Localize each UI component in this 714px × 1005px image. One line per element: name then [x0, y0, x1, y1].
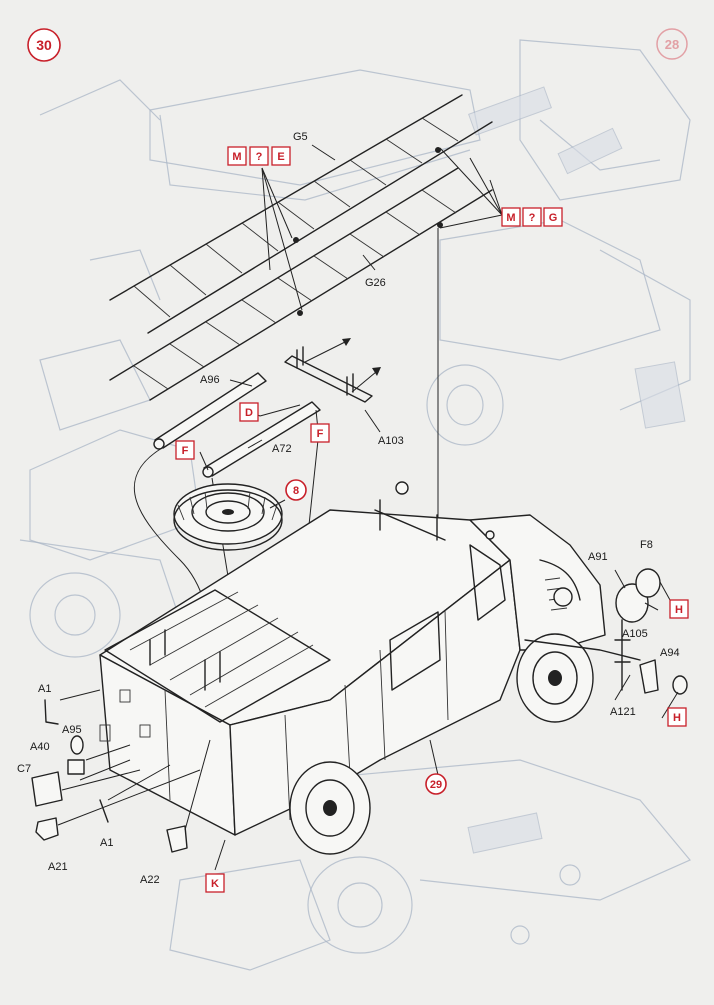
callout-f-right: F: [310, 423, 330, 443]
svg-text:D: D: [245, 407, 253, 419]
callout-h-bottom: H: [667, 707, 687, 727]
callout-f-left: F: [175, 440, 195, 460]
callout-d: D: [239, 402, 259, 422]
label-a105: A105: [622, 628, 648, 640]
subassembly-body: 29: [425, 773, 447, 795]
label-a96: A96: [200, 374, 220, 386]
svg-text:8: 8: [293, 485, 299, 497]
ladder-g26: [109, 167, 493, 401]
label-a91: A91: [588, 551, 608, 563]
callout-mqg-0: M: [506, 212, 515, 224]
step-number-text: 30: [36, 37, 52, 53]
svg-text:F: F: [182, 445, 189, 457]
callout-mqe-2: E: [277, 151, 284, 163]
label-a94: A94: [660, 647, 680, 659]
label-a121: A121: [610, 706, 636, 718]
label-a72: A72: [272, 443, 292, 455]
svg-text:29: 29: [430, 779, 442, 791]
svg-text:F: F: [317, 428, 324, 440]
callout-mqg-1: ?: [529, 212, 536, 224]
callout-h-top: H: [669, 599, 689, 619]
callout-mqg-2: G: [549, 212, 558, 224]
svg-text:H: H: [675, 604, 683, 616]
ladder-g5: [109, 94, 493, 334]
spare-wheel: [173, 483, 283, 551]
svg-text:K: K: [211, 878, 219, 890]
truck-body: [99, 481, 641, 855]
label-a21: A21: [48, 861, 68, 873]
label-g26: G26: [365, 277, 386, 289]
label-a22: A22: [140, 874, 160, 886]
label-a95: A95: [62, 724, 82, 736]
svg-text:H: H: [673, 712, 681, 724]
callout-mqe: M ? E: [227, 146, 291, 166]
lamp-parts: [614, 568, 688, 695]
label-f8: F8: [640, 539, 653, 551]
ghost-step-number-text: 28: [665, 37, 679, 52]
callout-k: K: [205, 873, 225, 893]
part-labels: G5 G26 A96 A72 A103 A91 F8 A105 A94 A121…: [17, 131, 680, 886]
subassembly-spare-wheel: 8: [285, 479, 307, 501]
label-a40: A40: [30, 741, 50, 753]
label-a1-top: A1: [38, 683, 51, 695]
small-rear-parts: [31, 689, 211, 853]
label-g5: G5: [293, 131, 308, 143]
callout-mqg: M ? G: [501, 207, 563, 227]
roof-rack-a103: [284, 338, 381, 403]
label-c7: C7: [17, 763, 31, 775]
label-a1-bottom: A1: [100, 837, 113, 849]
ghost-background: 28: [19, 28, 691, 971]
ghost-step-number: [656, 28, 688, 60]
callout-mqe-1: ?: [256, 151, 263, 163]
label-a103: A103: [378, 435, 404, 447]
tube-a96: [153, 372, 267, 450]
callout-mqe-0: M: [232, 151, 241, 163]
tube-a72: [202, 401, 321, 478]
step-number-badge: 30: [27, 28, 61, 62]
